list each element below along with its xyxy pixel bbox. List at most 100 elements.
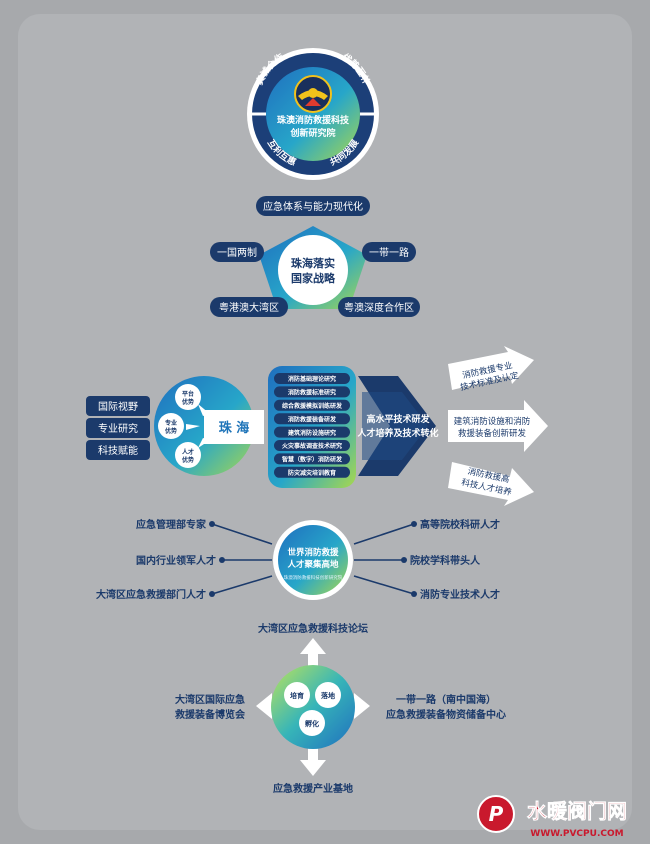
output-arrow-standards: 消防救援专业 技术标准及认定 bbox=[448, 346, 534, 393]
zhuhai-section: 国际视野 专业研究 科技赋能 珠 海 平台 优势 专业 优势 人才 优势 bbox=[86, 346, 548, 506]
tag-international-vision: 国际视野 bbox=[86, 396, 150, 416]
talent-hub-core bbox=[278, 525, 348, 595]
talent-hub-line3: 珠澳消防救援科技创新研究院 bbox=[284, 574, 343, 581]
fire-rescue-emblem-icon bbox=[294, 75, 332, 113]
research-item-label: 消防救援装备研发 bbox=[288, 415, 336, 423]
talent-right-3: 消防专业技术人才 bbox=[420, 588, 500, 601]
research-item: 建筑消防设施研究 bbox=[274, 426, 350, 438]
talent-connector-dots bbox=[209, 521, 417, 597]
strategy-pill-bottom-right: 粤澳深度合作区 bbox=[338, 297, 420, 317]
svg-text:专业研究: 专业研究 bbox=[98, 422, 138, 435]
strategy-pill-right: 一带一路 bbox=[362, 242, 416, 262]
watermark-logo-icon bbox=[477, 795, 515, 833]
svg-text:一国两制: 一国两制 bbox=[217, 246, 257, 259]
watermark-brand: 水暖阀门网 bbox=[527, 799, 627, 823]
advantage-talent: 人才 优势 bbox=[175, 442, 201, 468]
svg-text:粤澳深度合作区: 粤澳深度合作区 bbox=[344, 301, 414, 314]
svg-text:救援装备创新研发: 救援装备创新研发 bbox=[458, 428, 527, 439]
arrow-left-icon bbox=[256, 693, 282, 719]
zhuhai-center-band bbox=[204, 410, 264, 444]
research-item-label: 消防救援标准研究 bbox=[288, 389, 336, 397]
svg-text:孵化: 孵化 bbox=[305, 719, 319, 728]
talent-left-1: 应急管理部专家 bbox=[136, 518, 207, 531]
advantage-platform: 平台 优势 bbox=[175, 384, 201, 410]
badge-core bbox=[266, 67, 360, 161]
svg-text:优势: 优势 bbox=[165, 427, 177, 435]
svg-text:粤港澳大湾区: 粤港澳大湾区 bbox=[219, 301, 279, 314]
industry-node-incubate bbox=[299, 710, 325, 736]
strategy-center-line1: 珠海落实 bbox=[291, 256, 335, 270]
talent-left-2: 国内行业领军人才 bbox=[136, 554, 216, 567]
watermark-logo-letter: P bbox=[489, 802, 504, 826]
strategy-section: 珠海落实 国家战略 应急体系与能力现代化 一国两制 一带一路 粤港澳大湾区 粤澳… bbox=[210, 196, 420, 317]
industry-left-line2: 救援装备博览会 bbox=[175, 708, 245, 721]
talent-connectors bbox=[211, 523, 415, 595]
watermark: P 水暖阀门网 WWW.PVCPU.COM bbox=[477, 795, 627, 839]
industry-hub bbox=[271, 665, 355, 749]
industry-bottom-label: 应急救援产业基地 bbox=[273, 782, 353, 795]
svg-text:落地: 落地 bbox=[321, 691, 335, 700]
strategy-center-circle bbox=[278, 235, 348, 305]
arrow-up-icon bbox=[300, 638, 326, 666]
arrow-down-icon bbox=[300, 748, 326, 776]
talent-left-3: 大湾区应急救援部门人才 bbox=[96, 588, 206, 601]
svg-text:应急体系与能力现代化: 应急体系与能力现代化 bbox=[263, 200, 363, 213]
svg-text:一带一路: 一带一路 bbox=[369, 246, 409, 259]
strategy-pill-left: 一国两制 bbox=[210, 242, 264, 262]
research-item-label: 综合救援模拟训练研发 bbox=[282, 402, 342, 410]
svg-text:培育: 培育 bbox=[290, 691, 304, 700]
talent-hub-line2: 人才聚集高地 bbox=[287, 559, 339, 570]
badge-title-line2: 创新研究院 bbox=[289, 127, 335, 139]
talent-hub-line1: 世界消防救援 bbox=[287, 547, 339, 558]
industry-right-line2: 应急救援装备物资储备中心 bbox=[386, 708, 506, 721]
svg-text:优势: 优势 bbox=[182, 456, 194, 464]
strategy-pill-top: 应急体系与能力现代化 bbox=[256, 196, 370, 216]
tag-tech-empowerment: 科技赋能 bbox=[86, 440, 150, 460]
research-item-label: 智慧（数字）消防研发 bbox=[282, 456, 342, 464]
svg-text:平台: 平台 bbox=[182, 390, 194, 398]
research-item: 防灾减灾培训教育 bbox=[274, 466, 350, 478]
industry-left-line1: 大湾区国际应急 bbox=[175, 693, 245, 706]
svg-text:人才: 人才 bbox=[182, 448, 194, 456]
research-item: 消防救援标准研究 bbox=[274, 386, 350, 398]
arrow-right-icon bbox=[344, 693, 370, 719]
strategy-center-line2: 国家战略 bbox=[291, 271, 336, 285]
tag-professional-research: 专业研究 bbox=[86, 418, 150, 438]
talent-right-2: 院校学科带头人 bbox=[410, 554, 481, 567]
research-item: 智慧（数字）消防研发 bbox=[274, 453, 350, 465]
research-item-label: 消防基础理论研究 bbox=[288, 375, 336, 383]
output-arrow-talent: 消防救援高 科技人才培养 bbox=[448, 462, 534, 506]
research-item-label: 建筑消防设施研究 bbox=[288, 429, 336, 437]
industry-right-line1: 一带一路（南中国海） bbox=[396, 693, 496, 706]
watermark-url: WWW.PVCPU.COM bbox=[530, 829, 623, 839]
svg-text:建筑消防设施和消防: 建筑消防设施和消防 bbox=[454, 416, 531, 427]
research-list: 消防基础理论研究消防救援标准研究综合救援模拟训练研发消防救援装备研发建筑消防设施… bbox=[274, 373, 350, 478]
badge-title-line1: 珠澳消防救援科技 bbox=[277, 114, 350, 126]
industry-section: 大湾区应急救援科技论坛 大湾区国际应急 救援装备博览会 一带一路（南中国海） 应… bbox=[175, 622, 506, 795]
industry-arrows bbox=[256, 638, 370, 776]
big-arrow-shade bbox=[362, 392, 428, 460]
research-item: 综合救援模拟训练研发 bbox=[274, 399, 350, 411]
research-item-label: 火灾事故调查技术研究 bbox=[282, 442, 342, 450]
research-item-label: 防灾减灾培训教育 bbox=[288, 469, 336, 477]
advantage-professional: 专业 优势 bbox=[158, 413, 184, 439]
industry-node-land bbox=[315, 682, 341, 708]
research-item: 消防救援装备研发 bbox=[274, 413, 350, 425]
zhuhai-center-label: 珠 海 bbox=[219, 420, 250, 436]
big-arrow-line2: 人才培养及技术转化 bbox=[356, 427, 438, 439]
talent-right-1: 高等院校科研人才 bbox=[420, 518, 500, 531]
strategy-pill-bottom-left: 粤港澳大湾区 bbox=[210, 297, 288, 317]
research-item: 消防基础理论研究 bbox=[274, 373, 350, 384]
industry-node-cultivate bbox=[284, 682, 310, 708]
svg-text:专业: 专业 bbox=[165, 419, 177, 427]
svg-text:优势: 优势 bbox=[182, 398, 194, 406]
svg-text:科技赋能: 科技赋能 bbox=[98, 444, 138, 457]
output-arrow-equipment: 建筑消防设施和消防 救援装备创新研发 bbox=[448, 400, 548, 452]
research-item: 火灾事故调查技术研究 bbox=[274, 440, 350, 451]
talent-section: 世界消防救援 人才聚集高地 珠澳消防救援科技创新研究院 应急管理部专家 国内行业… bbox=[96, 518, 500, 601]
advantage-arrows bbox=[186, 404, 210, 448]
svg-text:国际视野: 国际视野 bbox=[98, 400, 138, 413]
industry-top-label: 大湾区应急救援科技论坛 bbox=[258, 622, 368, 635]
big-arrow-line1: 高水平技术研发 bbox=[366, 413, 430, 425]
